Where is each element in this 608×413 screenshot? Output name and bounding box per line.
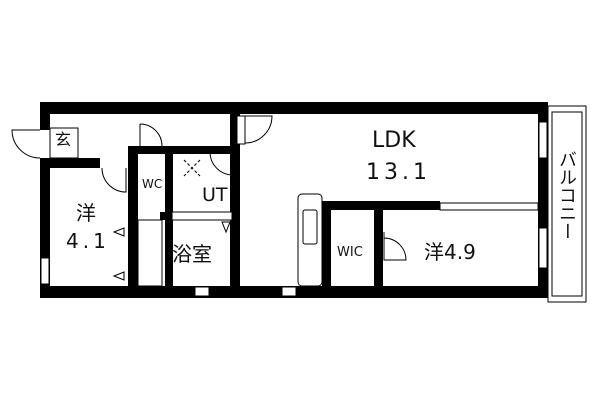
room-wc: WC	[142, 177, 163, 191]
room-ldk-size: 13.1	[366, 160, 431, 185]
room-wic: WIC	[337, 245, 363, 260]
room-genkan: 玄	[55, 130, 72, 149]
room-bath: 浴室	[172, 242, 212, 266]
room-ldk: LDK	[372, 128, 416, 153]
room-ut: UT	[202, 184, 228, 206]
walls	[40, 102, 548, 298]
room-western1-size: 4.1	[66, 229, 110, 253]
balcony-label: バルコニー	[556, 150, 577, 240]
room-western1: 洋	[76, 201, 96, 225]
room-western2: 洋4.9	[424, 240, 476, 264]
